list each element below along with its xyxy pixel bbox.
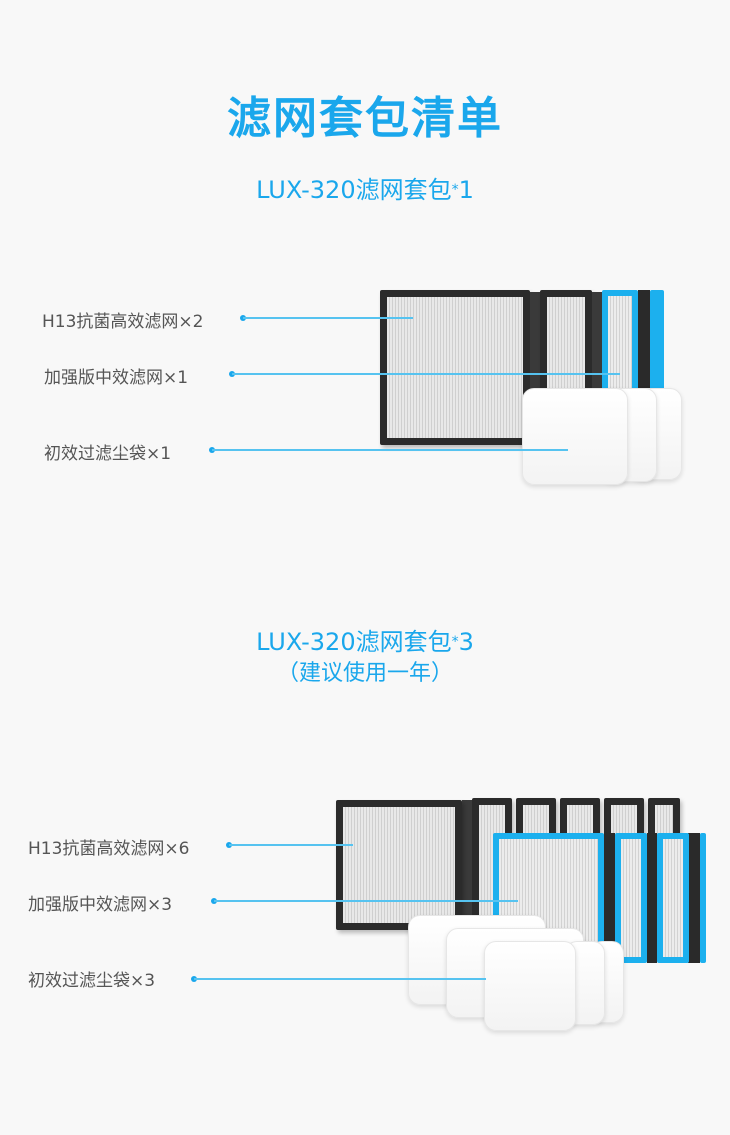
hepa-filter-icon (380, 290, 530, 445)
leader-line (212, 449, 568, 451)
item-medium-filter-label: 加强版中效滤网×1 (44, 368, 189, 388)
leader-line (232, 373, 620, 375)
item-hepa-filter-label: H13抗菌高效滤网×2 (42, 312, 204, 332)
dust-bag-icon (484, 941, 576, 1031)
leader-line (229, 844, 353, 846)
item-medium-filter-label: 加强版中效滤网×3 (28, 895, 173, 915)
package-2-name: LUX-320滤网套包 (256, 628, 452, 656)
package-1-name: LUX-320滤网套包 (256, 176, 452, 204)
item-hepa-filter-label: H13抗菌高效滤网×6 (28, 839, 190, 859)
page-title: 滤网套包清单 (227, 93, 503, 144)
multiplier-symbol: * (451, 182, 459, 198)
package-2-heading: LUX-320滤网套包*3 (0, 622, 730, 657)
multiplier-symbol: * (451, 634, 459, 650)
item-dust-bag-label: 初效过滤尘袋×3 (28, 971, 156, 991)
leader-line (194, 978, 486, 980)
leader-line (214, 900, 518, 902)
leader-line (243, 317, 413, 319)
package-2-quantity: 3 (458, 628, 474, 656)
package-1-quantity: 1 (458, 176, 474, 204)
hepa-filter-icon (336, 800, 462, 930)
package-1-heading: LUX-320滤网套包*1 (0, 170, 730, 205)
item-dust-bag-label: 初效过滤尘袋×1 (44, 444, 172, 464)
dust-bag-icon (522, 388, 628, 485)
package-2-note: （建议使用一年） (276, 661, 453, 686)
